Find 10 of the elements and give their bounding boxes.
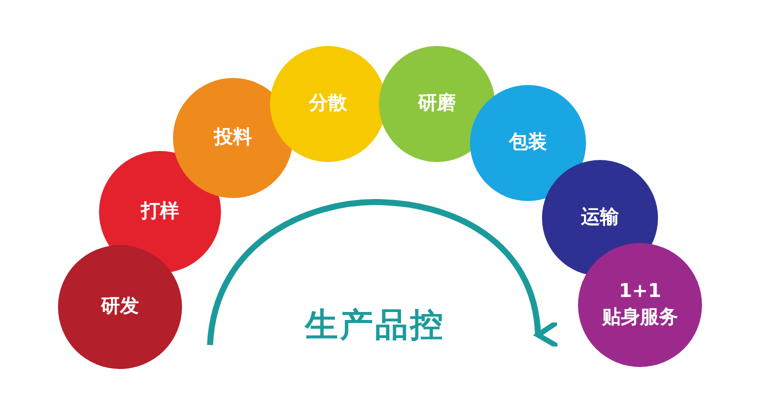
step-label: 分散 bbox=[309, 91, 347, 116]
step-label: 研发 bbox=[101, 294, 139, 320]
step-label: 投料 bbox=[214, 125, 252, 150]
step-label: 运输 bbox=[581, 205, 619, 230]
step-label: 打样 bbox=[141, 199, 179, 224]
step-label: 1+1 bbox=[618, 279, 662, 304]
step-label: 包装 bbox=[509, 130, 547, 156]
center-heading: 生产品控 bbox=[303, 304, 446, 346]
step-label: 贴身服务 bbox=[602, 305, 678, 330]
step-label: 研磨 bbox=[418, 91, 456, 116]
